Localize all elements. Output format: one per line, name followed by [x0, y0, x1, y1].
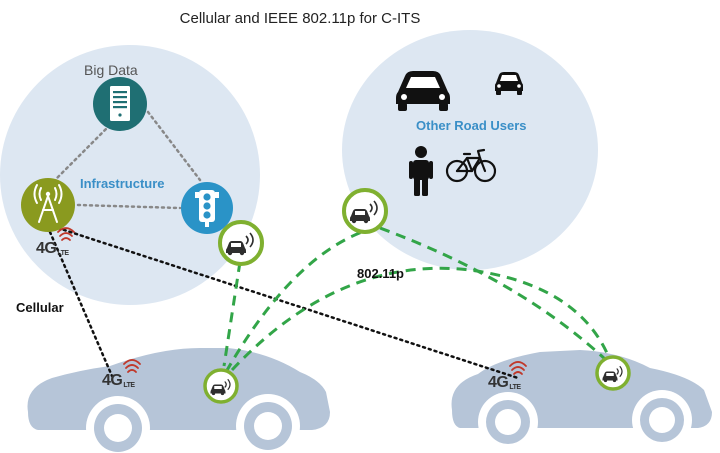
cell-tower-icon: [33, 184, 63, 223]
signal-waves-icon: [509, 361, 527, 375]
lte-badge-main: 4G: [488, 374, 509, 391]
lte-badge-car-right: 4GLTE: [488, 374, 521, 392]
big-data-label: Big Data: [84, 62, 138, 78]
car-icon: [396, 71, 450, 111]
dot11p-links: [222, 226, 612, 373]
wireless-car-node-car-right: [595, 355, 631, 391]
lte-badge-sub: LTE: [123, 382, 135, 389]
lte-badge-sub: LTE: [509, 384, 521, 391]
wireless-car-icon: [226, 232, 254, 256]
lte-badge-sub: LTE: [57, 250, 69, 257]
car-left: [27, 348, 330, 453]
wireless-car-icon: [602, 365, 623, 383]
wireless-car-node-infra: [218, 220, 264, 266]
car-icon: [495, 72, 523, 95]
pedestrian-icon: [409, 146, 433, 196]
bicycle-icon: [445, 148, 497, 183]
wireless-car-node-car-left: [203, 368, 239, 404]
signal-waves-icon: [123, 359, 141, 373]
cellular-links: [48, 226, 520, 380]
cellular-label: Cellular: [16, 300, 64, 315]
signal-waves-icon: [57, 227, 75, 241]
infrastructure-label: Infrastructure: [80, 176, 165, 191]
other-road-users-label: Other Road Users: [416, 118, 527, 133]
lte-badge-tower: 4GLTE: [36, 240, 69, 258]
traffic-light-icon: [195, 190, 219, 227]
cell-tower-node: [21, 178, 75, 232]
wireless-car-icon: [210, 378, 231, 396]
wireless-car-icon: [350, 200, 378, 224]
infrastructure-links: [53, 110, 202, 210]
server-icon: [110, 86, 130, 121]
car-right: [451, 350, 712, 452]
wireless-car-node-road-user: [342, 188, 388, 234]
lte-badge-main: 4G: [102, 372, 123, 389]
big-data-cloud: [0, 45, 260, 305]
diagram-title: Cellular and IEEE 802.11p for C-ITS: [179, 10, 421, 27]
other-road-users-cloud: [342, 30, 598, 270]
dot11p-label: 802.11p: [357, 266, 404, 281]
traffic-light-node: [181, 182, 233, 234]
server-node: [93, 77, 147, 131]
lte-badge-main: 4G: [36, 240, 57, 257]
lte-badge-car-left: 4GLTE: [102, 372, 135, 390]
